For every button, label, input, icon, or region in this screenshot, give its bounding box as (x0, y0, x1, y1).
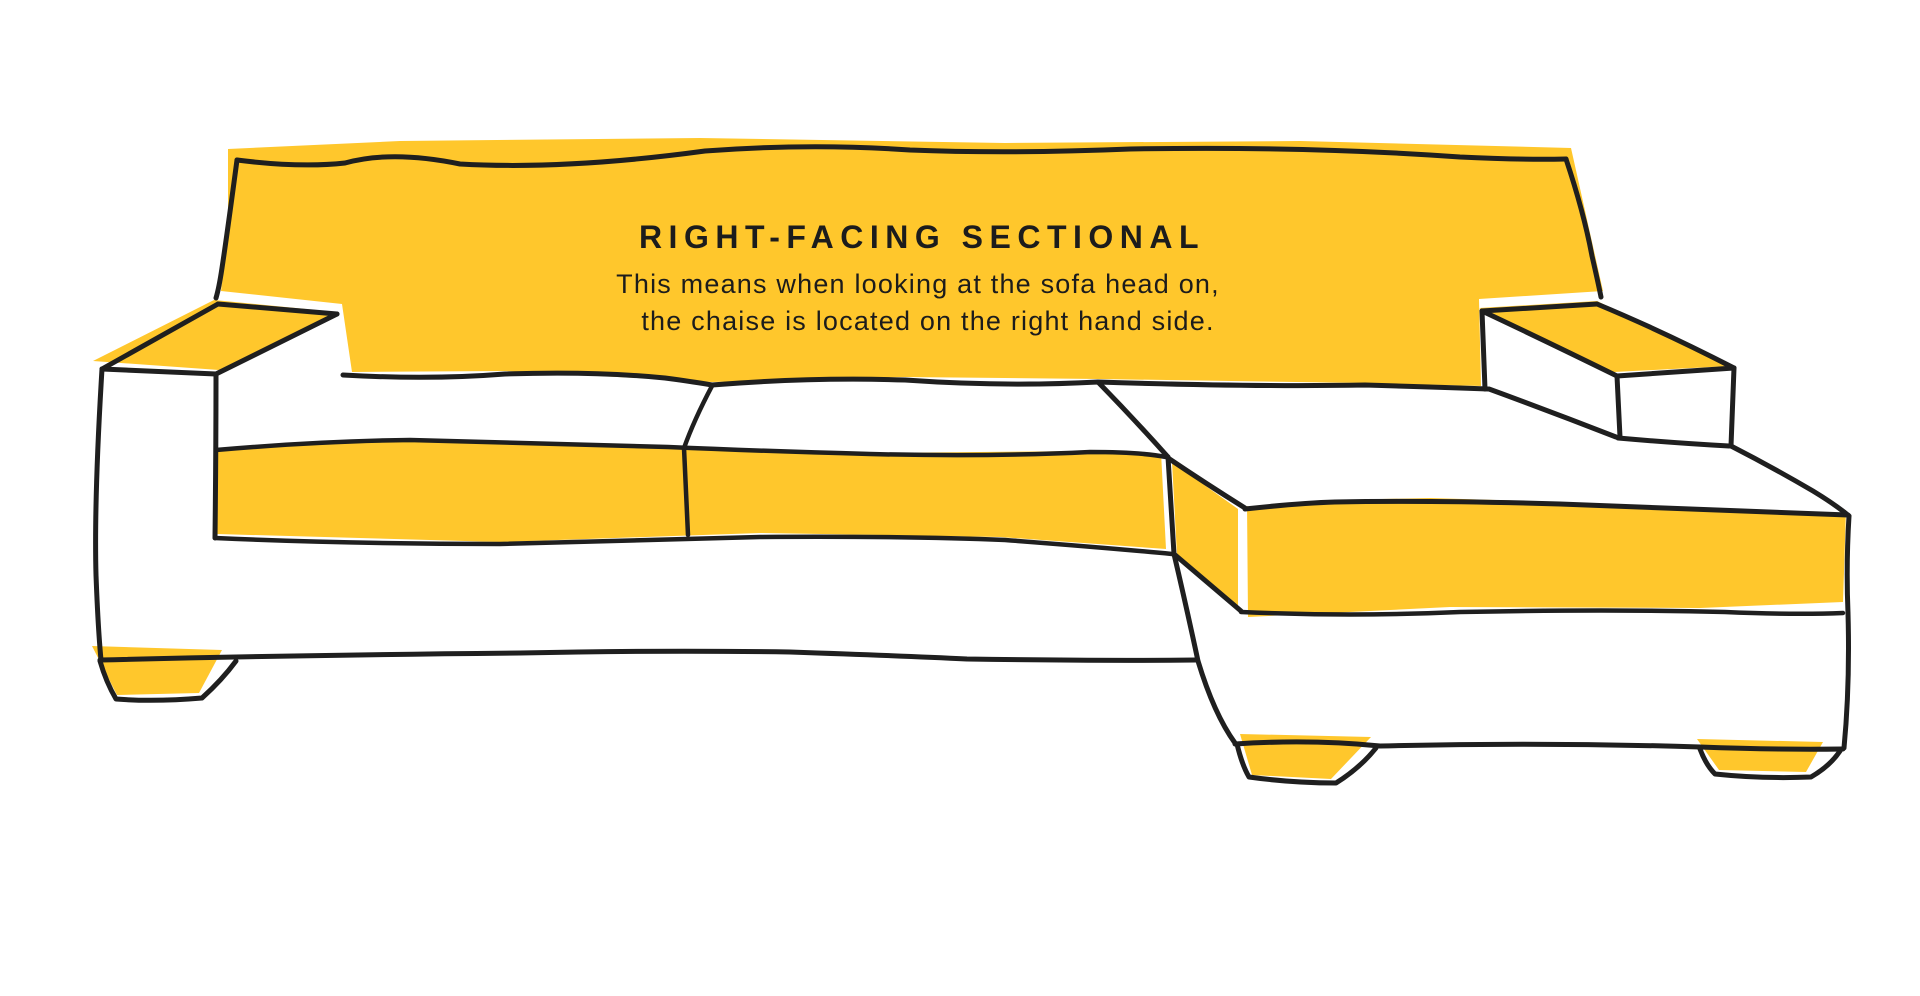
chaise-band-top-edge (1242, 498, 1851, 518)
base-bottom-edge (97, 648, 1199, 663)
right-armrest-left-vertical-edge (1479, 308, 1488, 392)
backrest-paint (221, 138, 1603, 386)
chaise-right-edge (1841, 513, 1852, 751)
white-surface-fills (218, 316, 1846, 514)
right-armrest-end-top-edge (1614, 365, 1737, 379)
sofa-left-edge (93, 366, 105, 663)
seat-top-fill (218, 316, 1164, 455)
chaise-foot-right-paint (1697, 739, 1823, 772)
illustration-title: RIGHT-FACING SECTIONAL (639, 219, 1205, 255)
right-armrest-right-vertical-edge (1728, 365, 1737, 449)
backrest-bottom-edge (340, 370, 1491, 392)
left-armrest-paint (93, 300, 336, 370)
right-armrest-mid-vertical-edge (1614, 373, 1623, 440)
chaise-foot-left-outline (1234, 741, 1379, 786)
backrest-caption: RIGHT-FACING SECTIONAL This means when l… (616, 219, 1220, 336)
left-foot-outline (97, 658, 239, 703)
chaise-left-upper-edge (1165, 454, 1177, 557)
right-armrest-front-top-edge (1479, 308, 1620, 379)
seat-front-edge (213, 437, 1169, 460)
cushion-divider-line (681, 383, 715, 538)
left-armrest-left-edge (99, 301, 221, 372)
chaise-left-lower-edge (1171, 551, 1238, 746)
chaise-foot-right-outline (1697, 746, 1843, 781)
left-armrest-diagonal-edge (213, 311, 340, 377)
backrest-left-edge (213, 157, 240, 301)
left-armrest-front-edge (99, 366, 219, 377)
chaise-left-face-bottom-edge (1171, 551, 1244, 614)
backrest-top-edge (234, 144, 1569, 168)
chaise-band-bottom-edge (1238, 608, 1846, 617)
illustration-subtitle-line2: the chaise is located on the right hand … (641, 306, 1214, 336)
seat-band-bottom-edge (212, 534, 1175, 557)
illustration-subtitle-line1: This means when looking at the sofa head… (616, 269, 1220, 299)
chaise-top-fill (1098, 381, 1846, 514)
right-armrest-front-bottom-edge (1486, 386, 1619, 440)
left-armrest-back-edge (215, 301, 340, 317)
chaise-band-paint (1247, 496, 1846, 617)
right-armrest-back-right-edge (1594, 301, 1737, 371)
chaise-divider-edge (1095, 379, 1171, 460)
chaise-left-face-paint (1172, 462, 1238, 606)
right-armrest-end-bottom-edge (1615, 435, 1732, 449)
seat-band-paint (217, 436, 1166, 549)
left-armrest-vertical-edge (212, 371, 219, 541)
right-armrest-paint (1479, 301, 1731, 372)
right-armrest-back-left-edge (1479, 301, 1600, 314)
ink-outlines (93, 144, 1852, 786)
chaise-left-face-top-edge (1165, 455, 1248, 511)
chaise-top-right-edge (1728, 443, 1852, 519)
chaise-base-bottom-edge (1232, 739, 1846, 752)
backrest-right-edge (1563, 156, 1604, 300)
